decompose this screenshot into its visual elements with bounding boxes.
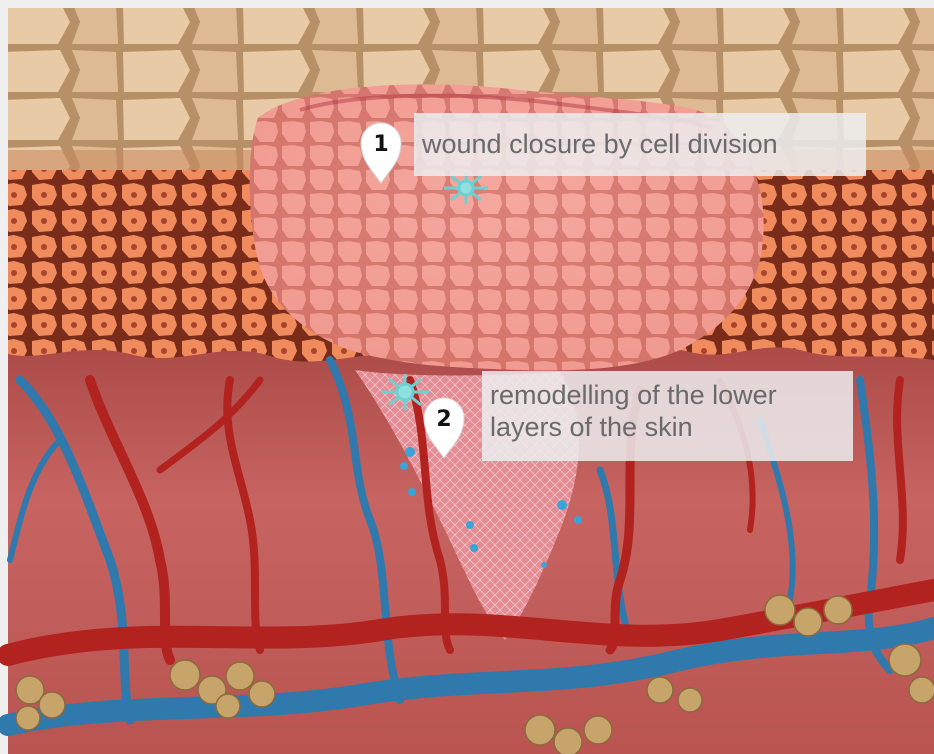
marker-2-label-line2: layers of the skin bbox=[490, 411, 845, 443]
marker-1-label: wound closure by cell division bbox=[422, 129, 778, 159]
marker-1-number: 1 bbox=[373, 132, 388, 157]
marker-2-label-line1: remodelling of the lower bbox=[490, 379, 845, 411]
marker-2-caption: remodelling of the lower layers of the s… bbox=[482, 371, 853, 461]
marker-1-caption: wound closure by cell division bbox=[414, 113, 866, 176]
marker-2-number: 2 bbox=[436, 407, 451, 432]
